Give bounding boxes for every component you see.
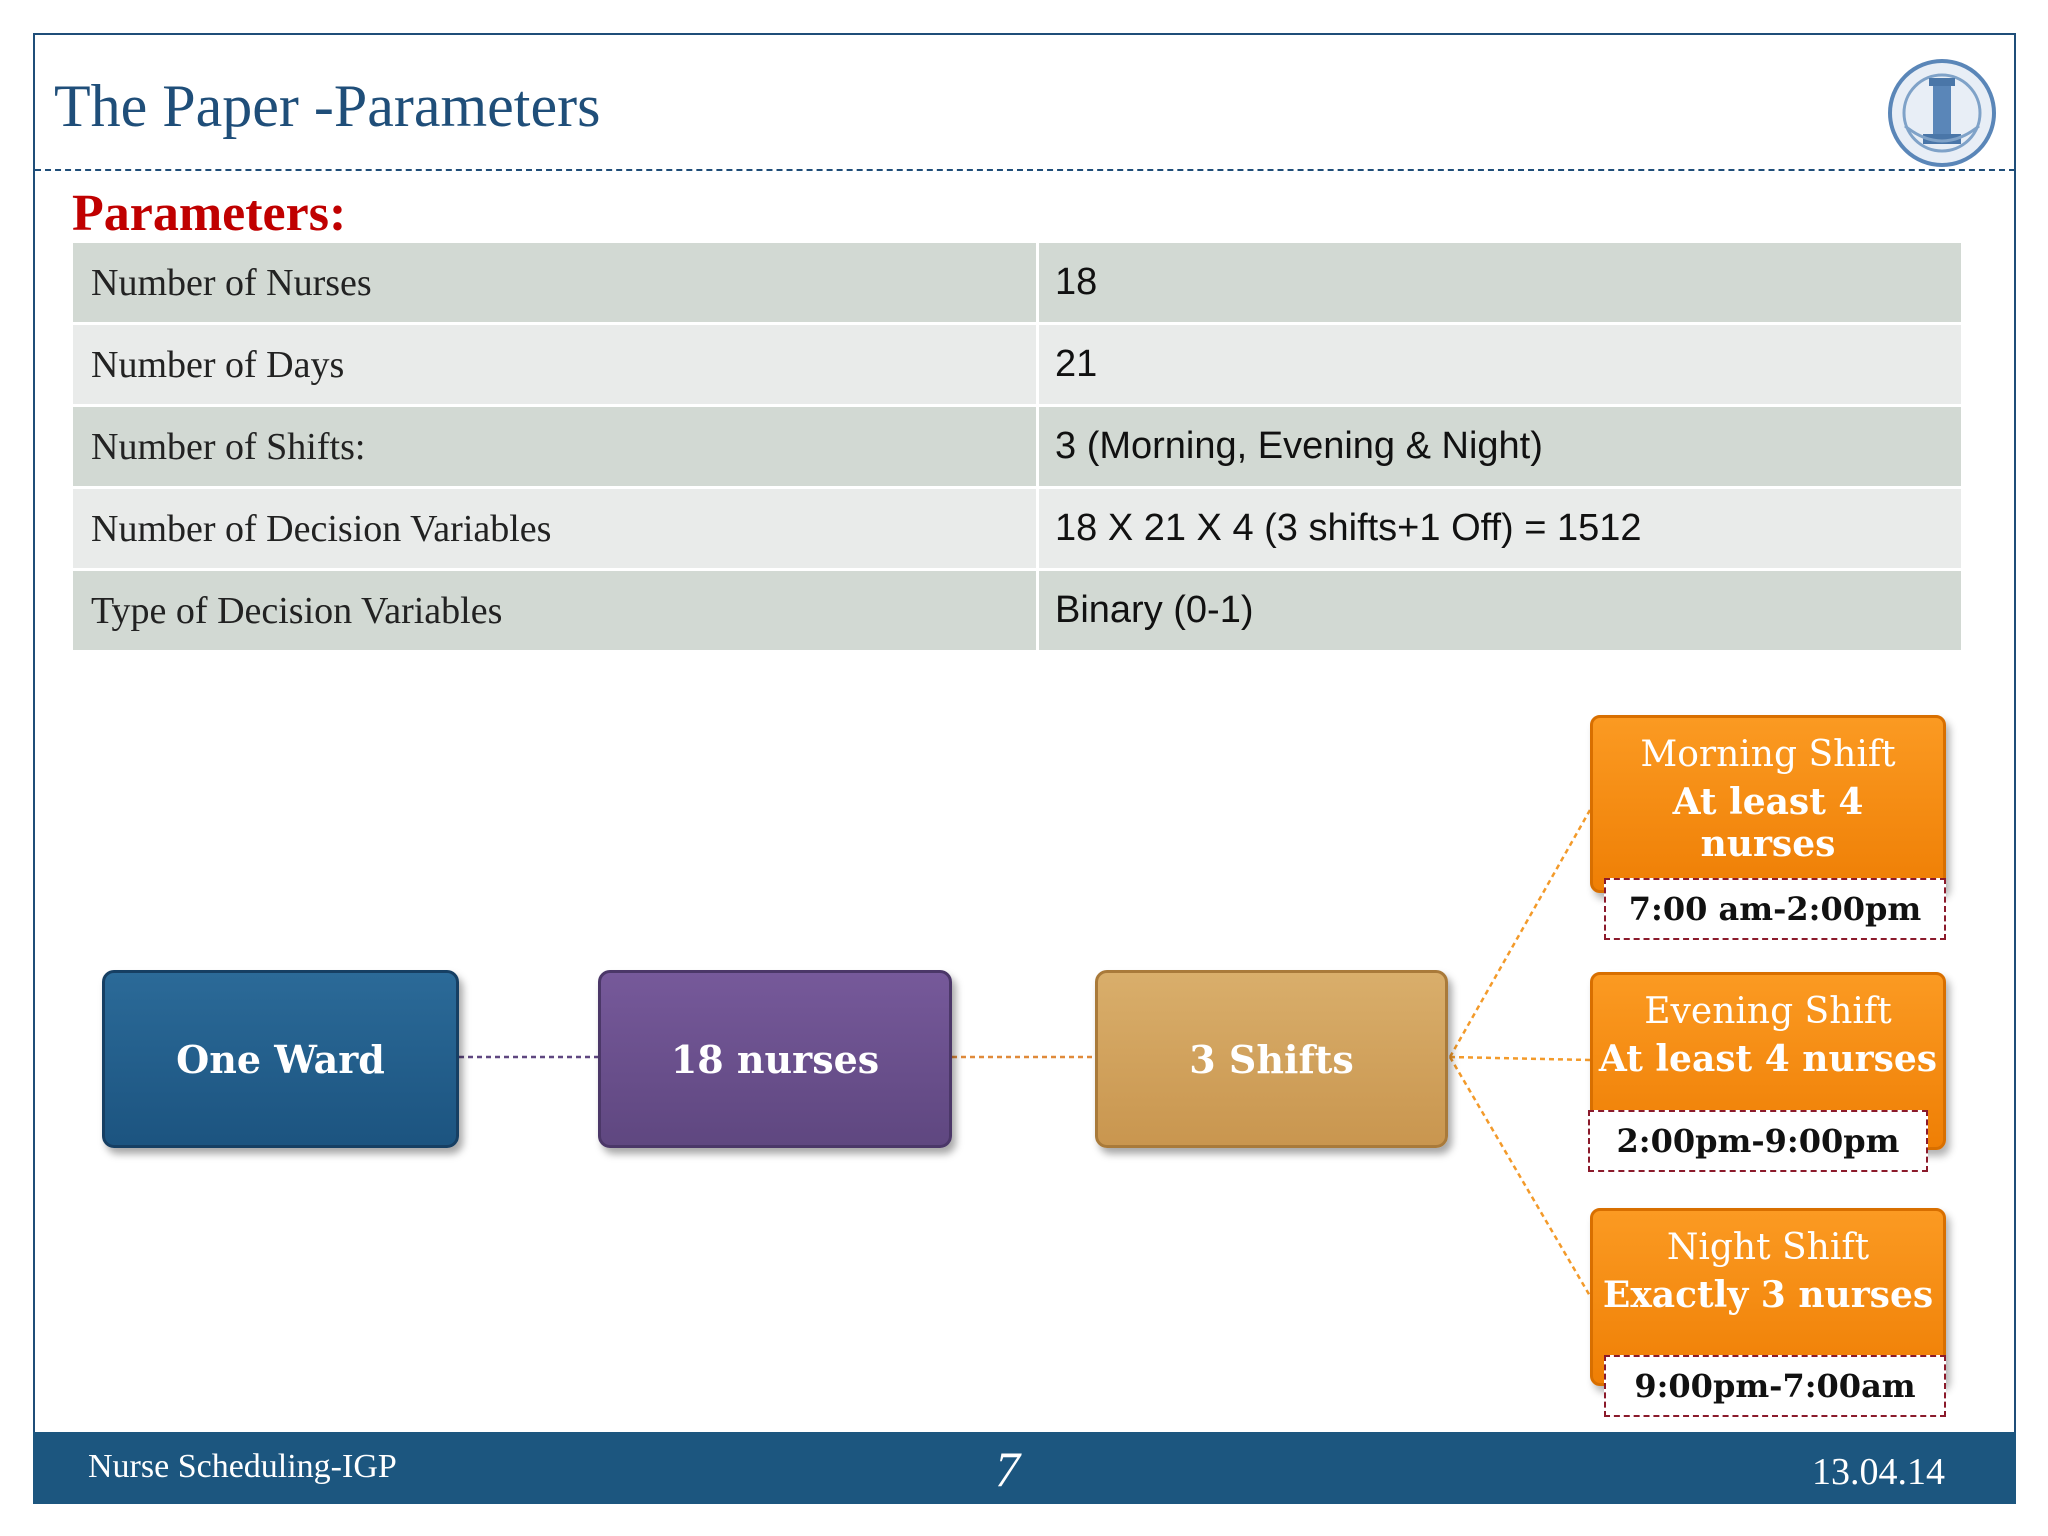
shift-requirement: Exactly 3 nurses <box>1602 1274 1934 1316</box>
table-row: Number of Days 21 <box>70 322 1964 407</box>
shift-name: Evening Shift <box>1644 991 1892 1032</box>
connector-shifts-morning <box>1448 809 1592 1058</box>
param-label: Number of Nurses <box>70 240 1039 325</box>
morning-shift-time: 7:00 am-2:00pm <box>1604 878 1946 940</box>
param-value: Binary (0-1) <box>1036 568 1964 653</box>
param-value: 3 (Morning, Evening & Night) <box>1036 404 1964 489</box>
section-heading: Parameters: <box>72 185 347 242</box>
table-row: Number of Nurses 18 <box>70 240 1964 325</box>
param-label: Type of Decision Variables <box>70 568 1039 653</box>
shift-name: Morning Shift <box>1640 734 1896 775</box>
page-number: 7 <box>995 1441 1020 1497</box>
footer-date: 13.04.14 <box>1812 1451 1945 1493</box>
param-value: 18 <box>1036 240 1964 325</box>
table-row: Number of Decision Variables 18 X 21 X 4… <box>70 486 1964 571</box>
shifts-node: 3 Shifts <box>1095 970 1448 1148</box>
parameters-table: Number of Nurses 18 Number of Days 21 Nu… <box>70 240 1964 653</box>
night-shift-time: 9:00pm-7:00am <box>1604 1355 1946 1417</box>
evening-shift-time: 2:00pm-9:00pm <box>1588 1110 1928 1172</box>
param-value: 18 X 21 X 4 (3 shifts+1 Off) = 1512 <box>1036 486 1964 571</box>
footer-title: Nurse Scheduling-IGP <box>88 1448 397 1485</box>
shift-name: Night Shift <box>1666 1227 1870 1268</box>
one-ward-node: One Ward <box>102 970 459 1148</box>
shift-requirement: At least 4 nurses <box>1598 1038 1938 1080</box>
param-label: Number of Days <box>70 322 1039 407</box>
slide-title: The Paper -Parameters <box>54 73 601 139</box>
shift-requirement: At least 4 nurses <box>1672 781 1864 865</box>
morning-shift-box: Morning Shift At least 4 nurses <box>1590 715 1946 893</box>
param-label: Number of Decision Variables <box>70 486 1039 571</box>
nurses-node: 18 nurses <box>598 970 952 1148</box>
table-row: Number of Shifts: 3 (Morning, Evening & … <box>70 404 1964 489</box>
title-divider <box>35 169 2015 171</box>
param-value: 21 <box>1036 322 1964 407</box>
connector-shifts-evening <box>1449 1055 1591 1062</box>
institute-logo-icon <box>1888 59 1996 167</box>
connector-shifts-night <box>1448 1056 1592 1297</box>
footer-bar <box>33 1432 2016 1504</box>
param-label: Number of Shifts: <box>70 404 1039 489</box>
table-row: Type of Decision Variables Binary (0-1) <box>70 568 1964 653</box>
